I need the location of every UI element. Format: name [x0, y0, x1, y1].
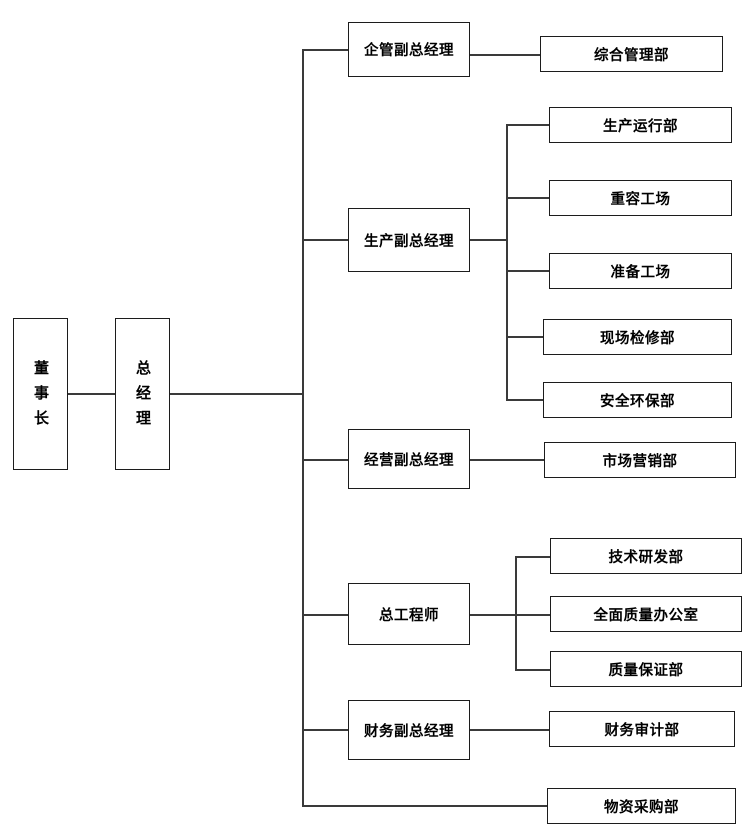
- trunk-main: [302, 49, 304, 807]
- stub-to-zonggong: [302, 614, 348, 616]
- subtrunk-zonggong: [515, 556, 517, 670]
- node-dept-zonghe[interactable]: 综合管理部: [540, 36, 723, 72]
- node-dept-caiwushenji[interactable]: 财务审计部: [549, 711, 735, 747]
- node-dept-zhiliang[interactable]: 质量保证部: [550, 651, 742, 687]
- stub-to-shengchan: [302, 239, 348, 241]
- node-dept-xianchang[interactable]: 现场检修部: [543, 319, 732, 355]
- node-chairman[interactable]: 董事长: [13, 318, 68, 470]
- stub-to-xianchang: [506, 336, 544, 338]
- node-dept-zhunbei[interactable]: 准备工场: [549, 253, 732, 289]
- node-deputy-qiguan[interactable]: 企管副总经理: [348, 22, 470, 77]
- stub-to-shengchanyunxing: [506, 124, 550, 126]
- stub-to-zhiliang: [515, 669, 551, 671]
- stub-to-jishu: [515, 556, 551, 558]
- connector-chairman-to-gm: [68, 393, 115, 395]
- stub-to-zhongrong: [506, 197, 550, 199]
- node-deputy-zonggong[interactable]: 总工程师: [348, 583, 470, 645]
- node-dept-wuzi[interactable]: 物资采购部: [547, 788, 736, 824]
- node-deputy-shengchan[interactable]: 生产副总经理: [348, 208, 470, 272]
- stub-to-anquan: [506, 399, 544, 401]
- stub-to-qiguan: [302, 49, 348, 51]
- node-dept-zhongrong[interactable]: 重容工场: [549, 180, 732, 216]
- connector-jingying-to-shichang: [470, 459, 545, 461]
- node-deputy-caiwu[interactable]: 财务副总经理: [348, 700, 470, 760]
- stub-to-quanmian: [515, 614, 551, 616]
- node-dept-jishu[interactable]: 技术研发部: [550, 538, 742, 574]
- node-dept-shichang[interactable]: 市场营销部: [544, 442, 736, 478]
- stub-to-wuzi: [302, 805, 548, 807]
- connector-shengchan-to-subtrunk: [470, 239, 507, 241]
- node-dept-quanmian[interactable]: 全面质量办公室: [550, 596, 742, 632]
- connector-gm-to-trunk: [170, 393, 303, 395]
- connector-zonggong-to-subtrunk: [470, 614, 516, 616]
- connector-caiwu-to-caiwushenji: [470, 729, 550, 731]
- node-dept-anquan[interactable]: 安全环保部: [543, 382, 732, 418]
- stub-to-caiwu: [302, 729, 348, 731]
- stub-to-jingying: [302, 459, 348, 461]
- node-deputy-jingying[interactable]: 经营副总经理: [348, 429, 470, 489]
- connector-qiguan-to-zonghe: [470, 54, 541, 56]
- subtrunk-shengchan: [506, 124, 508, 400]
- stub-to-zhunbei: [506, 270, 550, 272]
- node-dept-shengchanyunxing[interactable]: 生产运行部: [549, 107, 732, 143]
- node-general-manager[interactable]: 总经理: [115, 318, 170, 470]
